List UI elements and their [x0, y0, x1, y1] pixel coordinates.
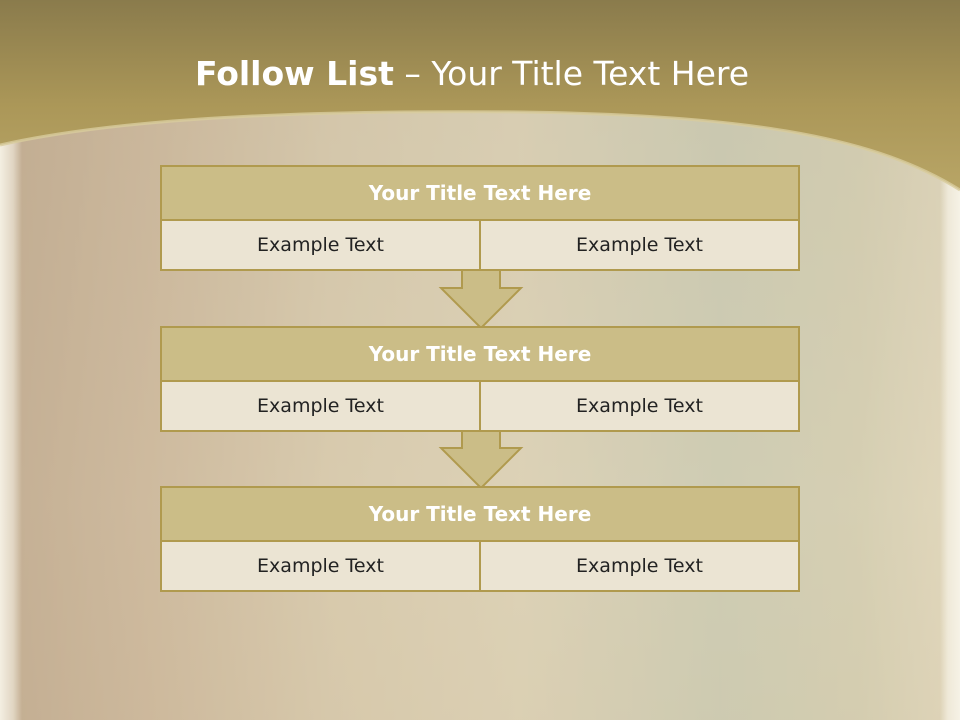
- step-row: Example Text Example Text: [160, 221, 800, 271]
- title-bold: Follow List: [194, 54, 394, 93]
- step-cell-right: Example Text: [481, 382, 800, 432]
- step-cell-left: Example Text: [160, 221, 481, 271]
- slide-title: Follow List – Your Title Text Here: [0, 54, 944, 93]
- right-torn-edge: [940, 160, 960, 720]
- step-block-2: Your Title Text Here Example Text Exampl…: [160, 326, 800, 432]
- step-cell-left: Example Text: [160, 382, 481, 432]
- step-row: Example Text Example Text: [160, 542, 800, 592]
- step-block-1: Your Title Text Here Example Text Exampl…: [160, 165, 800, 271]
- down-arrow-icon: [438, 428, 524, 490]
- step-title: Your Title Text Here: [160, 486, 800, 542]
- header-band: [0, 0, 960, 192]
- step-title: Your Title Text Here: [160, 165, 800, 221]
- step-cell-right: Example Text: [481, 221, 800, 271]
- down-arrow-icon: [438, 268, 524, 330]
- title-rest: – Your Title Text Here: [393, 54, 750, 93]
- step-cell-left: Example Text: [160, 542, 481, 592]
- step-cell-right: Example Text: [481, 542, 800, 592]
- step-row: Example Text Example Text: [160, 382, 800, 432]
- left-torn-edge: [0, 140, 22, 720]
- step-title: Your Title Text Here: [160, 326, 800, 382]
- step-block-3: Your Title Text Here Example Text Exampl…: [160, 486, 800, 592]
